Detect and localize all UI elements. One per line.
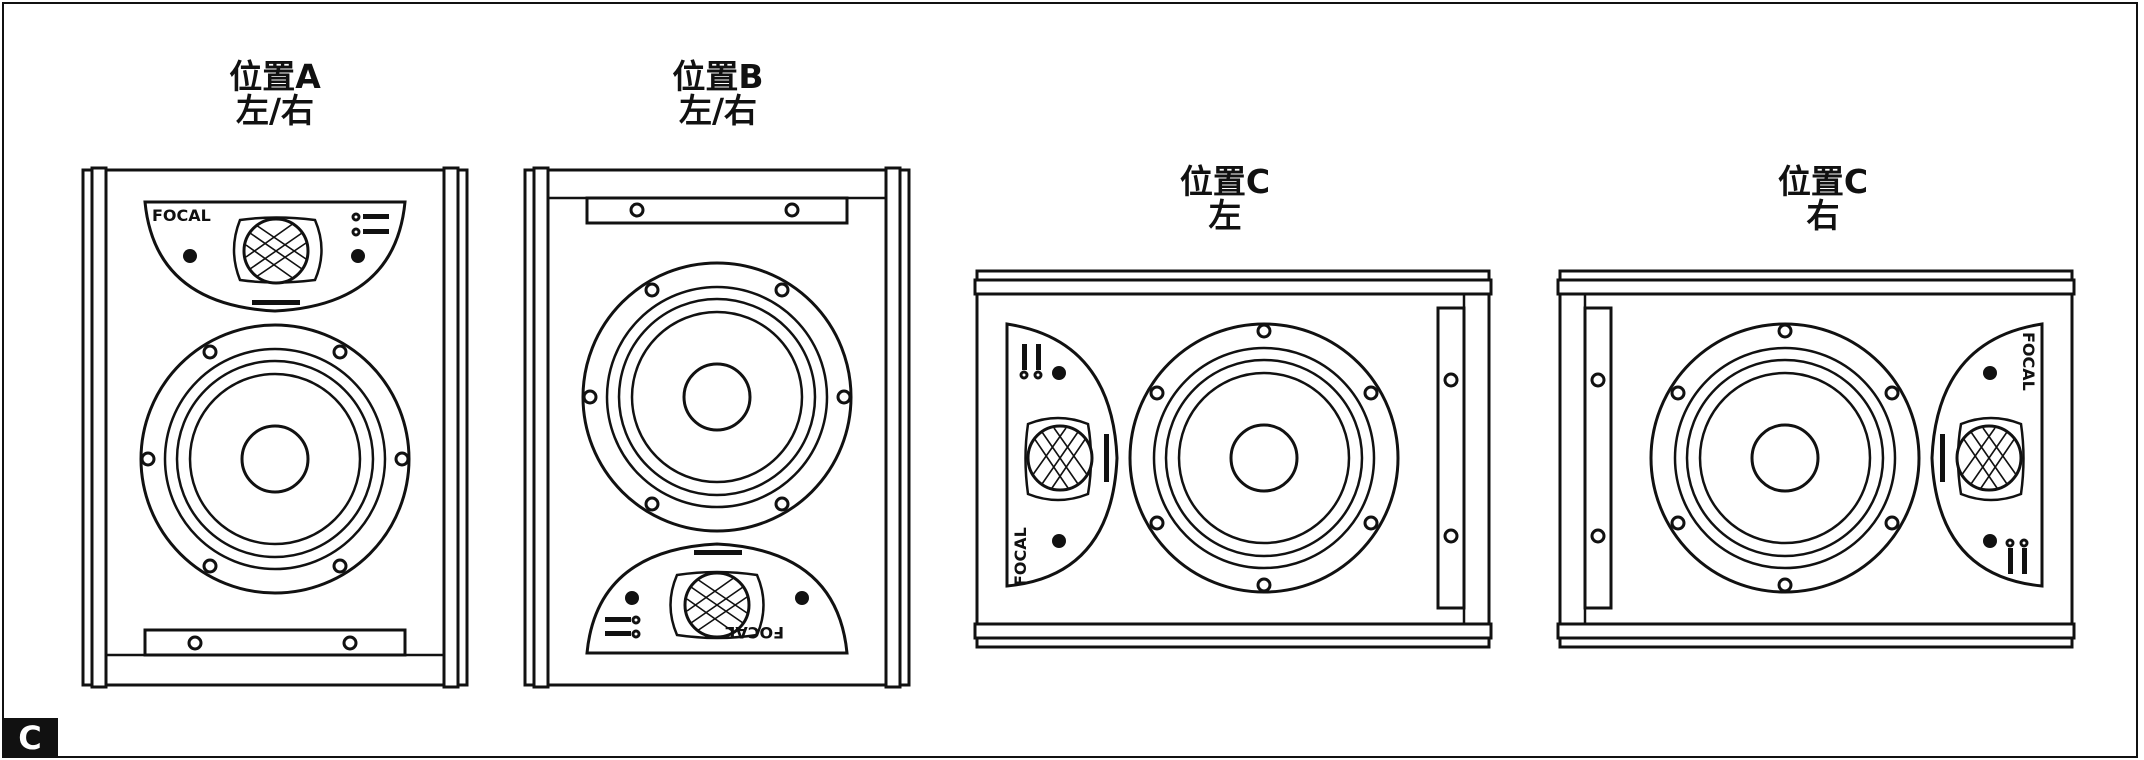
speaker-position-c-left: FOCAL (973, 269, 1493, 649)
caption-position-a: 位置A 左/右 (200, 60, 350, 128)
caption-position-a-side: 左/右 (235, 91, 315, 130)
caption-position-a-title: 位置A (229, 57, 321, 96)
caption-position-b: 位置B 左/右 (643, 60, 793, 128)
speaker-position-a: FOCAL (81, 166, 469, 689)
caption-position-c-left: 位置C 左 (1150, 165, 1300, 233)
caption-position-c-right-title: 位置C (1777, 162, 1869, 201)
speaker-position-b: FOCAL (523, 166, 911, 689)
speaker-position-c-right: FOCAL (1556, 269, 2076, 649)
brand-logo: FOCAL (152, 206, 211, 225)
svg-text:FOCAL: FOCAL (725, 623, 784, 642)
section-badge: C (2, 718, 58, 758)
caption-position-c-right-side: 右 (1806, 196, 1840, 235)
caption-position-b-side: 左/右 (678, 91, 758, 130)
caption-position-c-left-title: 位置C (1179, 162, 1271, 201)
svg-text:FOCAL: FOCAL (2019, 332, 2038, 391)
svg-text:FOCAL: FOCAL (152, 206, 211, 225)
caption-position-c-right: 位置C 右 (1748, 165, 1898, 233)
svg-text:FOCAL: FOCAL (1011, 527, 1030, 586)
caption-position-c-left-side: 左 (1208, 196, 1242, 235)
caption-position-b-title: 位置B (672, 57, 764, 96)
